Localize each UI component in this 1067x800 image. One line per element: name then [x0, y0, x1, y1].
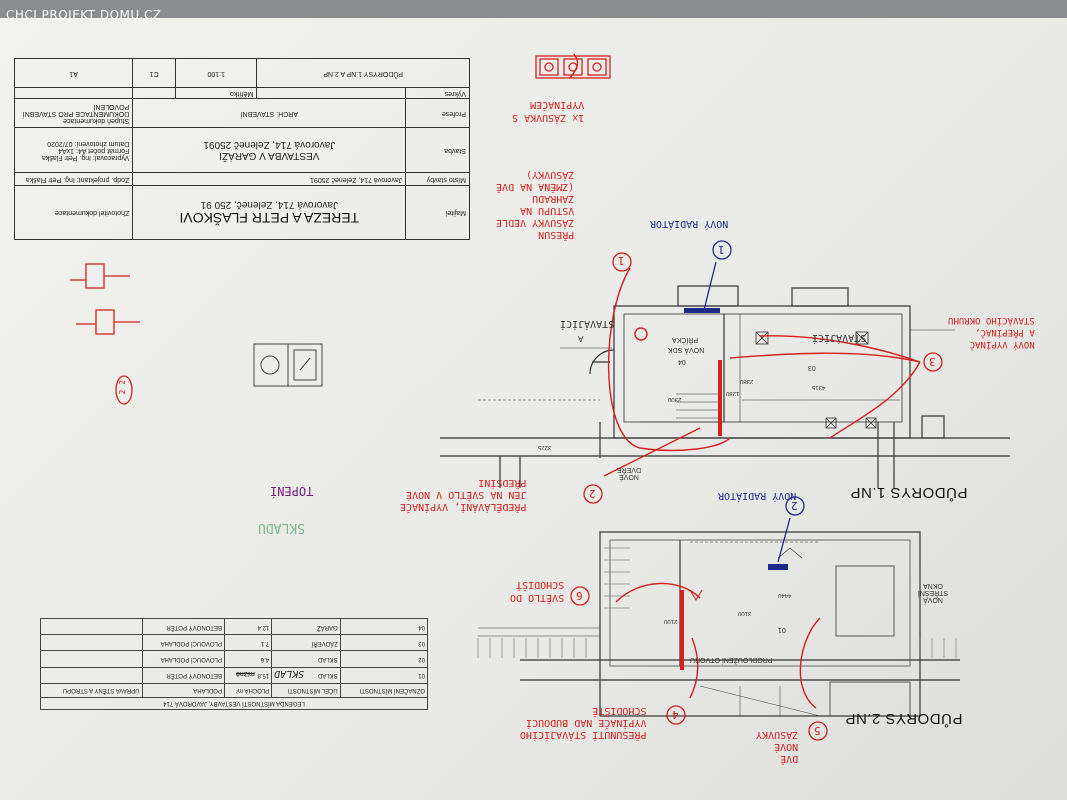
watermark-text: CHCI PROJEKT DOMU.CZ [6, 8, 162, 22]
dimension-2380: 2380 [740, 378, 754, 384]
new-sdk-label: NOVÁ SDK [668, 346, 705, 353]
note-1-extra-line: VYPÍNAČEM [530, 99, 585, 110]
note-1-extra-line: 1x ZÁSUVKA S [512, 112, 585, 123]
note-5-line: NOVÉ [774, 741, 799, 752]
dimension-2300: 2300 [668, 396, 682, 402]
new-wall-mark [718, 360, 722, 436]
blue-note-2-text: NOVÝ RADIÁTOR [718, 490, 797, 501]
note-3-line: STAVÁCÍHO OKRUHU [948, 315, 1035, 325]
note-4-text: PŘESUNUTÍ STÁVAJÍCÍHO VYPÍNAČE NAD BUDOU… [520, 704, 646, 740]
radiator-icon [684, 308, 720, 313]
note-2-line: PŘEDSÍNI [478, 477, 527, 488]
note-1-text: PŘESUN ZÁSUVKY VEDLE VSTUPU NA ZAHRADU (… [496, 168, 574, 240]
note-number-1: 1 [618, 254, 625, 267]
storage-handwritten: SKLAD [274, 668, 305, 679]
dimension-2100: 2100 [664, 618, 678, 624]
heating-note: TOPENÍ [270, 484, 314, 498]
note-5-line: ZÁSUVKY [756, 729, 799, 740]
note-number-4: 4 [672, 708, 679, 721]
note-1-line: PŘESUN [538, 229, 575, 240]
plan-title-2np: PŮDORYS 2.NP [845, 710, 963, 727]
partition-label: PŘÍČKA [672, 336, 699, 343]
blue-note-1-text: NOVÝ RADIÁTOR [650, 218, 729, 229]
paper-sheet: Majitel TEREZA A PETR FLAŠKOVI Javorová … [0, 18, 1067, 800]
dimension-1280: 1280 [726, 390, 740, 396]
note-1-line: ZAHRADU [532, 193, 575, 204]
dimension-3225: 3225 [538, 444, 552, 450]
note-number-2: 2 [589, 487, 596, 500]
note-4-line: PŘESUNUTÍ STÁVAJÍCÍHO [520, 729, 647, 740]
new-door-label: NOVÉ DVEŘE [616, 466, 642, 480]
note-6-line: SVĚTLO DO [510, 592, 565, 603]
room-number-03: 03 [808, 364, 816, 371]
dimension-4440: 4440 [778, 592, 792, 598]
room-number-04: 04 [678, 358, 686, 365]
radiator-icon [768, 564, 788, 570]
note-2-line: PŘEDĚLÁVÁNÍ, VYPÍNAČE [400, 501, 527, 512]
roof-windows-label: NOVÁ STŘEŠNÍ OKNA [917, 582, 949, 603]
existing-label-1: STAVÁJÍCÍ [560, 318, 615, 329]
note-6-line: SCHODIŠŤ [516, 579, 565, 590]
note-1-line: (ZMĚNA NA DVĚ [496, 181, 575, 192]
note-1-extra: 1x ZÁSUVKA S VYPÍNAČEM [512, 98, 584, 124]
note-3-line: NOVÝ VYPÍNAČ [969, 339, 1035, 349]
section-mark-a: A [578, 334, 584, 343]
new-wall-mark [680, 590, 684, 670]
note-2-line: JEN NA SVĚTLO V NOVÉ [406, 489, 527, 500]
room-number-01: 01 [778, 626, 786, 633]
note-4-line: SCHODIŠTĚ [592, 705, 647, 716]
note-3-text: NOVÝ VYPÍNAČ A PŘEPÍNAČ, STAVÁCÍHO OKRUH… [948, 314, 1035, 350]
note-1-line: VSTUPU NA [520, 205, 575, 216]
dimension-3100: 3100 [738, 610, 752, 616]
note-3-line: A PŘEPÍNAČ, [975, 327, 1035, 337]
opening-extension-label: PRODLOUŽENÍ OTVORU [690, 656, 773, 663]
note-1-line: ZÁSUVKY VEDLE [496, 217, 575, 228]
note-1-line: ZÁSUVKY) [526, 169, 575, 180]
note-4-line: VYPÍNAČE NAD BUDOUCÍ [526, 717, 647, 728]
floor-plan-drawing [70, 53, 1010, 741]
storage-note-green: SKLADU [258, 520, 305, 535]
note-2-text: PŘEDĚLÁVÁNÍ, VYPÍNAČE JEN NA SVĚTLO V NO… [400, 476, 526, 512]
note-number-5: 5 [814, 724, 821, 737]
note-number-3: 3 [929, 355, 936, 368]
side-note-left: 2 2 [118, 380, 127, 395]
existing-label-2: STAVÁJÍCÍ [812, 332, 867, 343]
note-5-text: DVĚ NOVÉ ZÁSUVKY [756, 728, 798, 764]
crossed-text: mlžně [236, 670, 255, 677]
blue-note-number-1: 1 [718, 243, 725, 256]
note-number-6: 6 [576, 589, 583, 602]
note-5-line: DVĚ [780, 753, 799, 764]
dimension-4315: 4315 [812, 384, 826, 390]
note-6-text: SVĚTLO DO SCHODIŠŤ [510, 578, 564, 604]
plan-title-1np: PŮDORYS 1.NP [850, 484, 968, 501]
